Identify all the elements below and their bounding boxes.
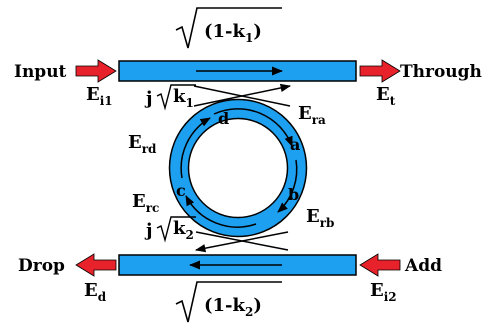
ring-point-b: b xyxy=(288,185,299,204)
field-label-erb: Erb xyxy=(306,206,334,230)
field-label-erd: Erd xyxy=(128,132,157,156)
ring-outer-edge xyxy=(168,98,308,238)
field-label-ei1: Ei1 xyxy=(86,84,113,108)
add-port-arrow xyxy=(359,253,401,277)
coupling2-prefix: j xyxy=(144,220,153,241)
top-transmission-coefficient: (1-k1) xyxy=(204,21,262,45)
ring-arrow-d-to-a xyxy=(213,108,293,147)
through-port-arrow xyxy=(359,59,401,83)
coupling1-radical xyxy=(156,84,196,111)
drop-port-label: Drop xyxy=(18,256,65,276)
coupling2-coefficient: k2 xyxy=(173,218,194,242)
ring-point-c: c xyxy=(176,181,186,200)
field-label-era: Era xyxy=(298,103,326,127)
top-transmission-radical xyxy=(175,7,282,49)
top-coupler-cross-line-2 xyxy=(193,83,292,107)
through-port-label: Through xyxy=(400,62,482,82)
field-label-erc: Erc xyxy=(132,191,159,215)
drop-port-arrow xyxy=(75,253,117,277)
field-label-ei2: Ei2 xyxy=(370,280,397,304)
input-port-arrow xyxy=(75,59,117,83)
bottom-transmission-coefficient: (1-k2) xyxy=(204,295,262,319)
ring-point-d: d xyxy=(218,109,229,128)
ring-arrow-a-to-b xyxy=(277,159,298,213)
bottom-transmission-radical xyxy=(175,281,282,323)
ring-arrow-b-to-c xyxy=(185,195,257,228)
coupling2-radical xyxy=(156,216,196,243)
bottom-coupler-cross-line-2 xyxy=(194,231,289,253)
add-port-label: Add xyxy=(404,256,442,276)
field-label-et: Et xyxy=(376,84,396,108)
coupling1-coefficient: k1 xyxy=(173,86,194,110)
field-label-ed: Ed xyxy=(84,280,107,304)
ring-arrow-c-to-d xyxy=(180,117,211,179)
ring-point-a: a xyxy=(290,135,300,154)
input-port-label: Input xyxy=(14,62,67,82)
coupling1-prefix: j xyxy=(144,88,153,109)
ring-inner-edge xyxy=(187,117,289,219)
